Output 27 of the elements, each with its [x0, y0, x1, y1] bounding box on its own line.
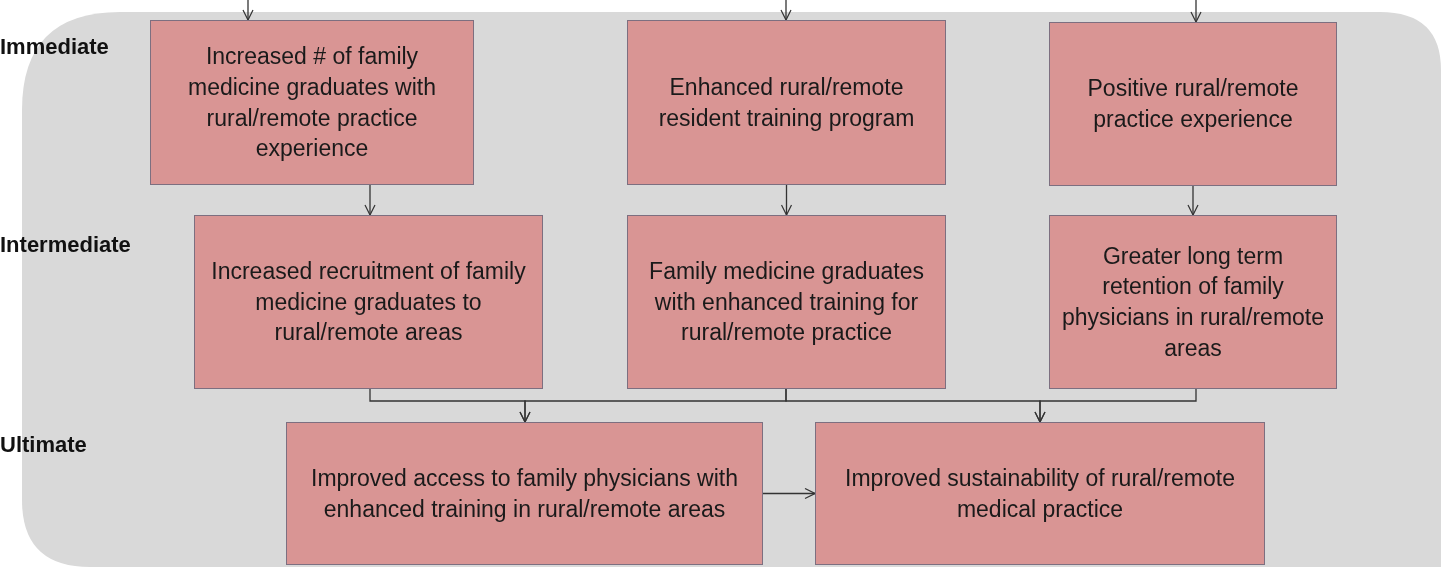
arrow: [242, 0, 254, 21]
outcome-box: [627, 215, 946, 389]
arrow: [1190, 0, 1202, 23]
arrow: [1187, 185, 1199, 216]
outcome-box: [194, 215, 543, 389]
arrow: [780, 184, 793, 216]
outcome-text: Enhanced rural/remote resident training program: [657, 72, 916, 133]
outcome-text: Improved sustainability of rural/remote medical practice: [844, 463, 1236, 524]
outcome-text: Greater long term retention of family physicians in rural/remote areas: [1060, 241, 1326, 363]
outcome-text: Family medicine graduates with enhanced training for rural/remote practice: [648, 257, 925, 348]
arrow: [762, 487, 816, 500]
outcome-box: [815, 422, 1265, 565]
outcome-box: [627, 20, 946, 185]
outcome-box: [1049, 22, 1337, 186]
outcome-text: Improved access to family physicians with enhanced training in rural/remote areas: [310, 463, 739, 524]
arrow: [1034, 388, 1197, 423]
arrow: [780, 0, 792, 21]
row-label: Ultimate: [0, 432, 87, 458]
arrow: [364, 184, 376, 216]
outcome-box: [150, 20, 474, 185]
outcome-text: Increased # of family medicine graduates with rural/remote practice experience: [187, 42, 437, 164]
row-label: Immediate: [0, 34, 109, 60]
outcome-box: [286, 422, 763, 565]
row-label: Intermediate: [0, 232, 131, 258]
outcome-text: Increased recruitment of family medicine graduates to rural/remote areas: [210, 257, 527, 348]
outcome-box: [1049, 215, 1337, 389]
outcome-text: Positive rural/remote practice experience: [1086, 74, 1300, 134]
